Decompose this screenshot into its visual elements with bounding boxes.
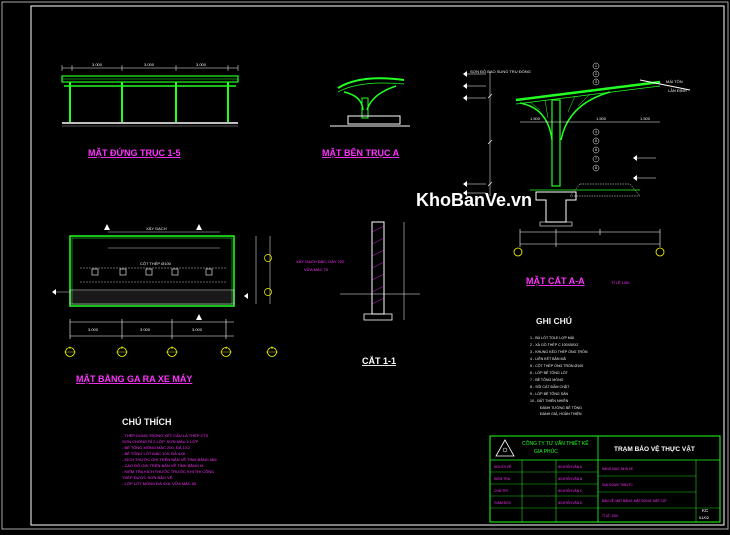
chu-thich-line-1: - THÉP DÙNG TRONG KẾT CẤU LÀ THÉP CT3 [122,433,209,438]
front-dim-3: 3.000 [196,62,207,67]
ghi-chu-item-8: 8 - SỎI CÁT ĐẦM CHẶT [530,384,570,389]
plan-label-2: CỘT THÉP Ø100 [140,261,172,266]
plan-dim-3: 3.000 [192,327,203,332]
chu-thich-line-4: - BÊ TÔNG LÓT MÁC 100, ĐÁ 4X6 [122,451,186,456]
plan-label-1: XÂY GẠCH [146,226,167,231]
tb-row-3: CHỦ TRÌ [494,488,508,493]
ghi-chu-item-7: 7 - BÊ TÔNG MÓNG [530,377,564,382]
side-elevation: MẶT BÊN TRỤC A [322,77,410,158]
ghi-chu-item-4: 4 - LIÊN KẾT BẢN MÃ [530,356,566,361]
front-elevation: 3.000 3.000 3.000 MẶT ĐỨNG TRỤC 1-5 [61,62,239,158]
tb-name-2: NGUYỄN VĂN B [558,476,582,481]
plan-dim-2: 3.000 [140,327,151,332]
ghi-chu-item-10: 10 - ĐẤT THIÊN NHIÊN [530,398,569,403]
plan-title: MẶT BẰNG GA RA XE MÁY [76,374,192,384]
tb-name-3: NGUYỄN VĂN C [558,488,583,493]
ghi-chu-item-6: 6 - LỚP BÊ TÔNG LÓT [530,370,569,375]
callout-6: 6 [595,148,597,152]
callout-5: 5 [595,139,597,143]
section-aa-dim-2: 1.500 [596,116,607,121]
ghi-chu-extra-2: ĐÁNH GIÁ, HOÀN THIỆN [540,411,582,416]
section-aa-label-1: SƠN ĐỎ BAO SUNG TRỤ ĐỐNG [470,69,531,74]
section-aa-scale: TỈ LỆ 1/50 [611,280,630,285]
floor-plan: XÂY GẠCH CỘT THÉP Ø100 3.000 3.000 3.000 [52,224,278,384]
tb-row-4: GIÁM ĐỐC [494,500,512,505]
chu-thich-line-7: - KIỂM TRA KÍCH THƯỚC TRƯỚC KHI THI CÔNG [122,469,214,474]
ghi-chu-item-5: 5 - CỘT THÉP ỐNG TRÒN Ø100 [530,363,583,368]
chu-thich-line-5: - KÍCH THƯỚC GHI TRÊN BẢN VẼ TÍNH BẰNG M… [122,457,217,462]
callout-8: 8 [595,166,597,170]
section-aa-title: MẶT CẮT A-A [526,276,585,286]
ghi-chu-title: GHI CHÚ [536,315,572,326]
callout-1: 1 [595,64,597,68]
tb-row-1: NGƯỜI VẼ [494,464,512,469]
chu-thich-line-6: - CAO ĐỘ GHI TRÊN BẢN VẼ TÍNH BẰNG M [122,463,203,468]
tb-scale: TỈ LỆ: 1/50 [602,513,618,518]
axis-3: 3 [171,346,173,350]
title-block: CÔNG TY TƯ VẤN THIẾT KẾ GIA PHÚC TRẠM BẢ… [489,435,721,523]
sheet-number: 01/02 [699,515,710,520]
callout-2: 2 [595,72,597,76]
section-11-label-2: VỮA MÁC 75 [304,267,329,272]
section-aa-dim-3: 1.500 [640,116,651,121]
ghi-chu-item-1: 1 - BÚ LÓT TOLE LỢP MÁI [530,335,574,340]
ghi-chu-item-9: 9 - LỚP BÊ TÔNG SÀN [530,391,569,396]
axis-5: 5 [271,346,273,350]
callout-3: 3 [595,80,597,84]
ghi-chu-notes: GHI CHÚ 1 - BÚ LÓT TOLE LỢP MÁI 2 - XÀ G… [530,315,588,416]
chu-thich-title: CHÚ THÍCH [122,416,172,427]
axis-2: 2 [121,346,123,350]
ghi-chu-extra-1: ĐÁNH TƯỜNG BÊ TÔNG [540,405,582,410]
tb-info-3: BẢN VẼ: MẶT BẰNG, MẶT ĐỨNG, MẶT CẮT [602,498,667,503]
front-elevation-title: MẶT ĐỨNG TRỤC 1-5 [88,147,180,158]
front-dim-2: 3.000 [144,62,155,67]
axis-1: 1 [69,346,71,350]
section-1-1: XÂY GẠCH ĐẶC, DÀY 220 VỮA MÁC 75 CẮT 1-1 [296,221,420,366]
front-dim-1: 3.000 [92,62,103,67]
axis-4: 4 [225,346,227,350]
section-11-label-1: XÂY GẠCH ĐẶC, DÀY 220 [296,259,345,264]
section-11-title: CẮT 1-1 [362,356,396,366]
chu-thich-line-8: THÉP ĐƯỢC SƠN BẢO VỆ [122,475,173,480]
tb-info-2: GIAI ĐOẠN: TKBVTC [602,483,633,487]
chu-thich-notes: CHÚ THÍCH - THÉP DÙNG TRONG KẾT CẤU LÀ T… [122,416,217,486]
section-aa-dim-1: 1.500 [530,116,541,121]
plan-outline [69,235,235,307]
section-aa-label-2: MÁI TÔN [666,79,683,84]
tb-name-4: NGUYỄN VĂN D [558,500,583,505]
section-aa-label-3: LẦN ĐỊNH [668,88,687,93]
chu-thich-line-2: SƠN CHỐNG RỈ 2 LỚP, SƠN MÀU 2 LỚP [122,439,199,444]
company-name-1: CÔNG TY TƯ VẤN THIẾT KẾ [522,440,589,447]
plan-dim-1: 3.000 [88,327,99,332]
callout-4: 4 [595,130,597,134]
company-logo-icon [495,439,515,457]
section-a-a: SƠN ĐỎ BAO SUNG TRỤ ĐỐNG MÁI TÔN LẦN ĐỊN… [463,62,691,286]
side-elevation-title: MẶT BÊN TRỤC A [322,147,400,158]
ghi-chu-item-3: 3 - KHUNG KÈO THÉP ỐNG TRÒN [530,349,588,354]
project-name: TRẠM BẢO VỆ THỰC VẬT [614,444,695,453]
company-name-2: GIA PHÚC [534,448,558,455]
inner-border [30,5,725,526]
tb-name-1: NGUYỄN VĂN A [558,464,583,469]
watermark: KhoBanVe.vn [416,190,532,210]
tb-row-2: KIỂM TRA [494,476,511,481]
chu-thich-line-9: - LỚP LÓT MÓNG ĐÁ 4X6, VỮA MÁC 50 [122,481,197,486]
chu-thich-line-3: - BÊ TÔNG MÓNG MÁC 200, ĐÁ 1X2 [122,445,190,450]
sheet-label: KC [702,508,709,513]
ghi-chu-item-2: 2 - XÀ GỒ THÉP C 100X50X2 [530,342,578,347]
callout-7: 7 [595,157,597,161]
tb-info-1: HẠNG MỤC: NHÀ XE [602,467,633,471]
